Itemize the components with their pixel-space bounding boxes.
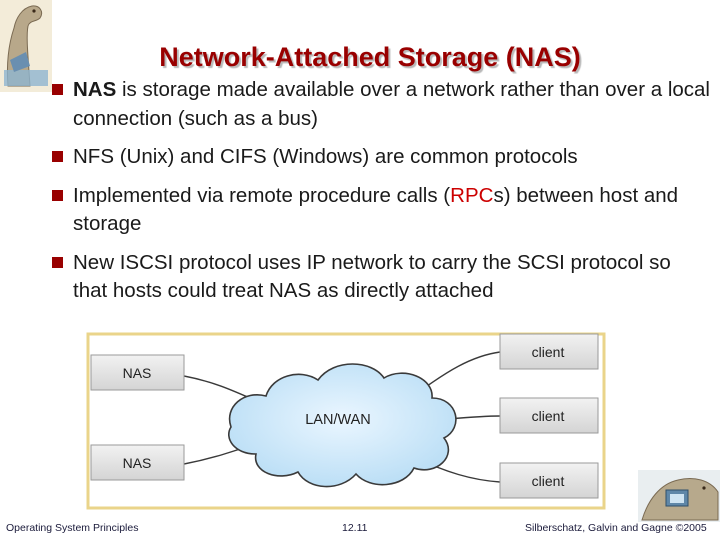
bullet-item: New ISCSI protocol uses IP network to ca… [50,249,710,306]
lan-wan-cloud [228,363,457,488]
network-label: LAN/WAN [305,412,371,428]
bullet-item: NAS is storage made available over a net… [50,76,710,133]
bullet-text: is storage made available over a network… [73,78,710,130]
bullet-strong-text: NAS [73,78,117,101]
client-label: client [532,473,565,489]
nas-label: NAS [123,455,152,471]
bullet-marker-icon [52,189,63,201]
bullet-item: NFS (Unix) and CIFS (Windows) are common… [50,143,710,172]
dinosaur-logo-icon [638,470,720,522]
footer-copyright: Silberschatz, Galvin and Gagne ©2005 [525,522,707,534]
client-box: client [499,333,599,370]
bullet-marker-icon [52,256,63,268]
client-label: client [532,344,565,360]
nas-network-diagram: LAN/WAN NAS NAS client client client [86,332,606,510]
bullet-highlight-text: RPC [450,183,494,207]
bullet-text: NFS (Unix) and CIFS (Windows) are common… [73,145,578,168]
client-box: client [499,397,599,434]
page-title: Network-Attached Storage (NAS) [159,42,581,73]
nas-label: NAS [123,365,152,381]
bullet-text: s) between host and storage [73,183,679,236]
bullet-marker-icon [52,151,63,162]
bullet-text: Implemented via remote procedure calls ( [73,183,451,207]
client-box: client [499,462,599,499]
bullet-text: New ISCSI protocol uses IP network to ca… [73,250,671,303]
dinosaur-logo-icon [0,0,52,92]
nas-box: NAS [90,444,185,481]
footer-course-name: Operating System Principles [6,522,139,534]
bullet-marker-icon [52,84,63,95]
nas-box: NAS [90,354,185,391]
bullet-list: NAS is storage made available over a net… [50,76,710,316]
client-label: client [532,408,565,424]
bullet-item: Implemented via remote procedure calls (… [50,182,710,239]
footer-slide-number: 12.11 [342,522,368,534]
